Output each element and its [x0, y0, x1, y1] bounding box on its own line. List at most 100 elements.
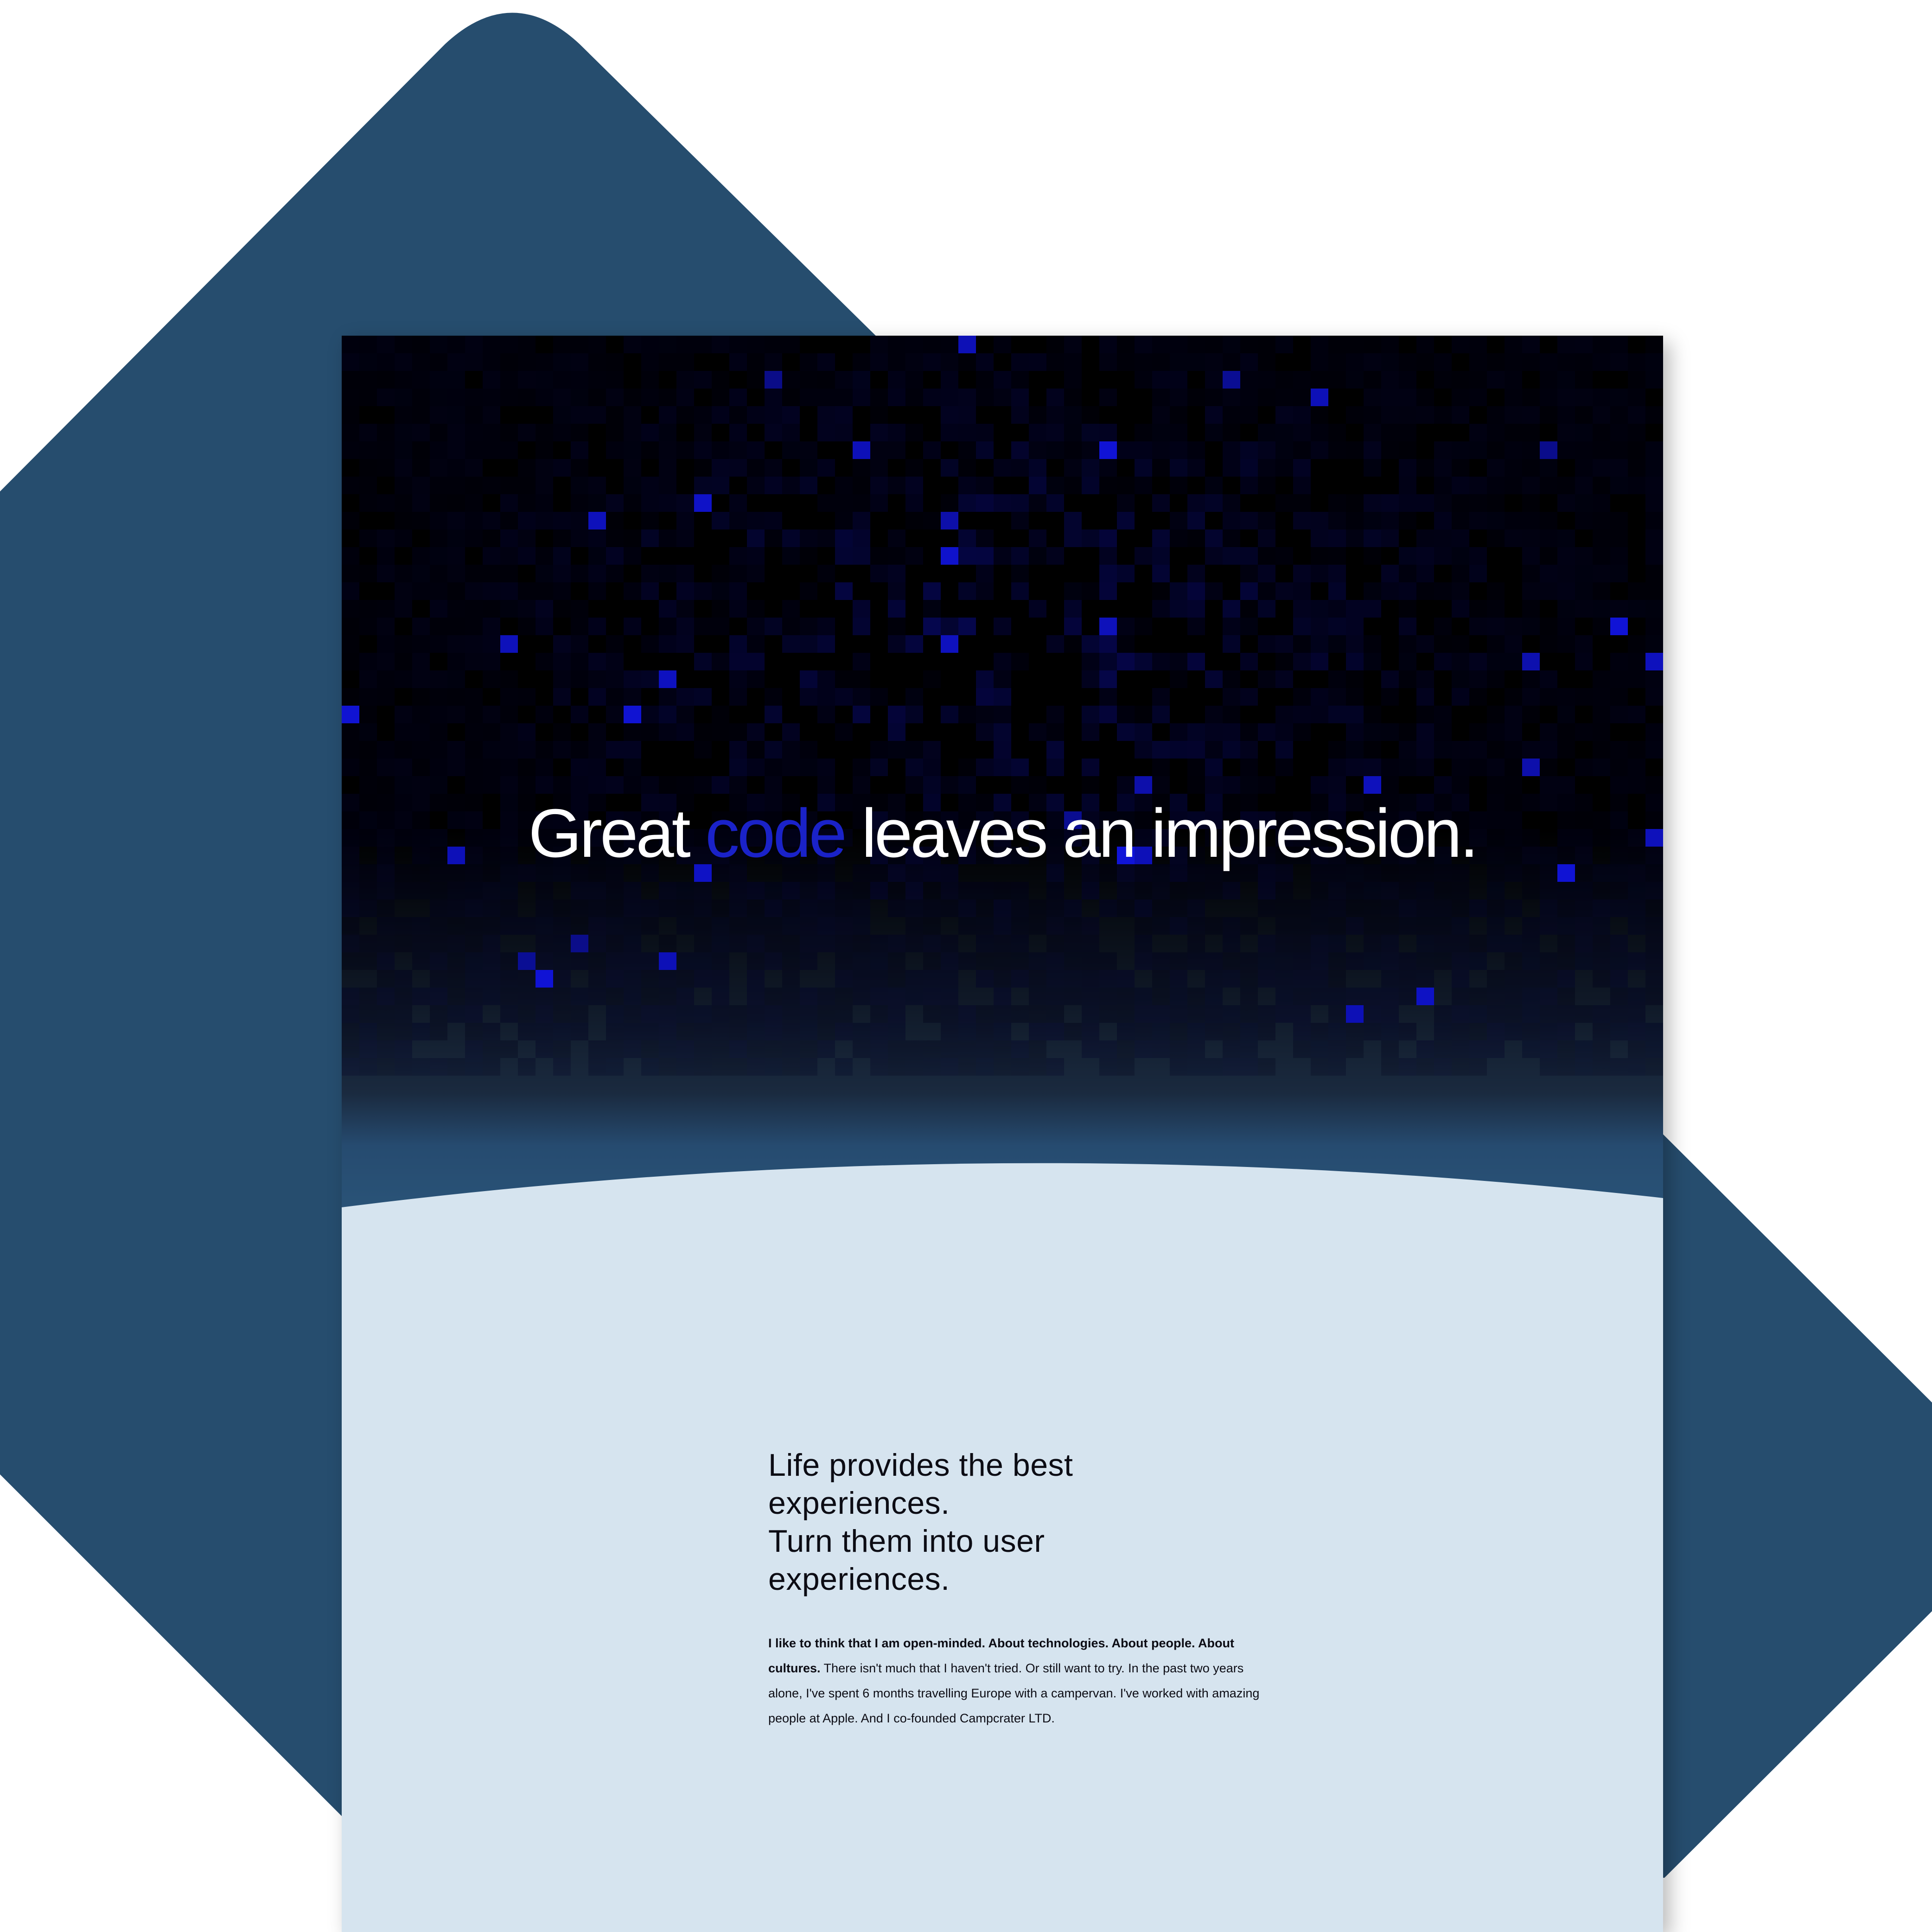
pixel-tile: [500, 635, 518, 653]
pixel-tile: [1240, 1023, 1258, 1040]
pixel-tile: [465, 406, 483, 424]
pixel-tile: [870, 1005, 888, 1023]
pixel-tile: [1346, 618, 1364, 635]
pixel-tile: [342, 477, 359, 494]
pixel-tile: [1258, 811, 1275, 829]
pixel-tile: [412, 547, 430, 565]
pixel-tile: [1258, 935, 1275, 952]
pixel-tile: [1452, 529, 1469, 547]
pixel-tile: [1152, 547, 1170, 565]
pixel-tile: [941, 336, 958, 353]
pixel-tile: [994, 688, 1011, 706]
pixel-tile: [606, 565, 624, 582]
pixel-tile: [1522, 424, 1540, 441]
pixel-tile: [1452, 952, 1469, 970]
pixel-tile: [1311, 512, 1328, 529]
pixel-tile: [1505, 635, 1522, 653]
pixel-tile: [1364, 759, 1381, 776]
pixel-tile: [976, 389, 994, 406]
pixel-tile: [483, 706, 500, 723]
pixel-tile: [1593, 952, 1610, 970]
pixel-tile: [571, 353, 588, 371]
pixel-tile: [518, 1005, 536, 1023]
pixel-tile: [1399, 759, 1416, 776]
pixel-tile: [1452, 882, 1469, 899]
pixel-tile: [694, 688, 712, 706]
pixel-tile: [1469, 618, 1487, 635]
pixel-tile: [676, 1058, 694, 1076]
pixel-tile: [359, 1005, 377, 1023]
pixel-tile: [1364, 741, 1381, 759]
pixel-tile: [1082, 424, 1099, 441]
pixel-tile: [712, 653, 729, 670]
pixel-tile: [553, 917, 571, 935]
pixel-tile: [853, 917, 870, 935]
pixel-tile: [447, 1058, 465, 1076]
pixel-tile: [782, 336, 800, 353]
pixel-tile: [923, 864, 941, 882]
pixel-tile: [588, 512, 606, 529]
pixel-tile: [1223, 723, 1240, 741]
pixel-tile: [1434, 847, 1452, 864]
pixel-tile: [835, 723, 853, 741]
pixel-tile: [430, 670, 447, 688]
pixel-tile: [1469, 952, 1487, 970]
pixel-tile: [1416, 988, 1434, 1005]
pixel-tile: [641, 1040, 659, 1058]
pixel-tile: [536, 706, 553, 723]
pixel-tile: [676, 441, 694, 459]
pixel-tile: [1610, 776, 1628, 794]
pixel-tile: [1293, 706, 1311, 723]
pixel-tile: [447, 811, 465, 829]
pixel-tile: [1540, 459, 1557, 477]
pixel-tile: [1311, 1040, 1328, 1058]
pixel-tile: [1205, 864, 1223, 882]
pixel-tile: [1381, 424, 1399, 441]
pixel-tile: [1170, 512, 1187, 529]
pixel-tile: [1522, 336, 1540, 353]
pixel-tile: [1311, 917, 1328, 935]
pixel-tile: [747, 899, 765, 917]
pixel-tile: [1293, 917, 1311, 935]
pixel-tile: [1469, 547, 1487, 565]
pixel-tile: [500, 1040, 518, 1058]
pixel-tile: [958, 847, 976, 864]
pixel-tile: [853, 706, 870, 723]
pixel-tile: [1557, 723, 1575, 741]
pixel-tile: [571, 882, 588, 899]
pixel-tile: [659, 970, 676, 988]
pixel-tile: [342, 1023, 359, 1040]
pixel-tile: [676, 1023, 694, 1040]
pixel-tile: [958, 389, 976, 406]
pixel-tile: [553, 935, 571, 952]
pixel-tile: [1328, 494, 1346, 512]
pixel-tile: [1487, 618, 1505, 635]
pixel-tile: [1346, 353, 1364, 371]
pixel-tile: [536, 618, 553, 635]
pixel-tile: [888, 336, 905, 353]
pixel-tile: [500, 565, 518, 582]
pixel-tile: [1452, 582, 1469, 600]
pixel-tile: [1416, 917, 1434, 935]
pixel-tile: [1505, 353, 1522, 371]
pixel-tile: [835, 670, 853, 688]
pixel-tile: [1029, 1040, 1046, 1058]
pixel-tile: [1258, 565, 1275, 582]
pixel-tile: [1575, 899, 1593, 917]
pixel-tile: [1046, 635, 1064, 653]
pixel-tile: [1540, 512, 1557, 529]
pixel-tile: [1557, 864, 1575, 882]
pixel-tile: [1469, 600, 1487, 618]
pixel-tile: [923, 935, 941, 952]
pixel-tile: [342, 635, 359, 653]
pixel-tile: [976, 794, 994, 811]
pixel-tile: [835, 794, 853, 811]
pixel-tile: [1593, 1058, 1610, 1076]
pixel-tile: [447, 1005, 465, 1023]
pixel-tile: [1258, 600, 1275, 618]
pixel-tile: [976, 565, 994, 582]
pixel-tile: [1223, 389, 1240, 406]
pixel-tile: [1381, 899, 1399, 917]
pixel-tile: [712, 477, 729, 494]
pixel-tile: [395, 477, 412, 494]
